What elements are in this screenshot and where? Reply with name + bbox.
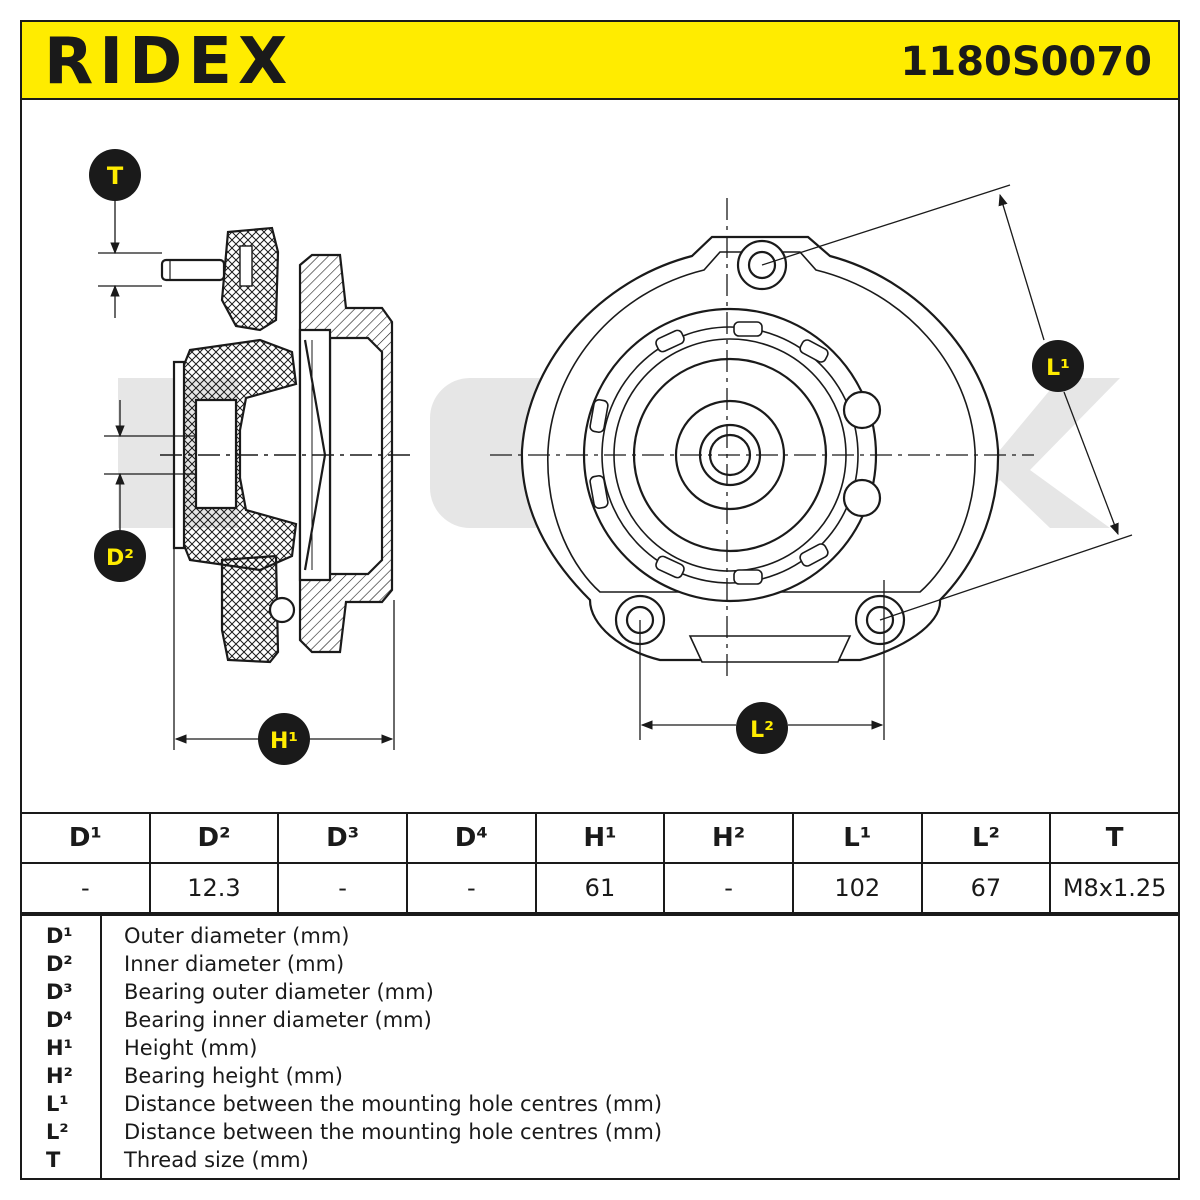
badge-t: T [89, 149, 141, 201]
legend-key: L¹ [46, 1092, 69, 1116]
spec-value-d2: 12.3 [148, 862, 280, 914]
legend-row: D³ Bearing outer diameter (mm) [20, 980, 1180, 1008]
legend-desc: Distance between the mounting hole centr… [124, 1120, 663, 1144]
legend-desc: Bearing inner diameter (mm) [124, 1008, 432, 1032]
badge-d2-label: D² [106, 546, 134, 571]
legend-desc: Distance between the mounting hole centr… [124, 1092, 663, 1116]
top-plan-view [490, 198, 1034, 682]
badge-h1-label: H¹ [270, 729, 298, 754]
legend-desc: Thread size (mm) [124, 1148, 309, 1172]
legend-key: H¹ [46, 1036, 73, 1060]
legend: D¹ Outer diameter (mm) D² Inner diameter… [20, 914, 1180, 1180]
legend-desc: Bearing outer diameter (mm) [124, 980, 434, 1004]
spec-value-h2: - [663, 862, 794, 914]
dimension-d2 [104, 400, 196, 530]
legend-row: L² Distance between the mounting hole ce… [20, 1120, 1180, 1148]
legend-divider [100, 916, 102, 1180]
badge-l2-label: L² [750, 718, 774, 743]
legend-key: D³ [46, 980, 73, 1004]
spec-value-d3: - [277, 862, 408, 914]
technical-drawing: T D² H¹ [89, 149, 1133, 765]
spec-header-d1: D¹ [20, 812, 151, 864]
spec-header-l2: L² [920, 812, 1052, 864]
spec-header-d3: D³ [277, 812, 408, 864]
spec-header-h1: H¹ [534, 812, 666, 864]
spec-value-h1: 61 [534, 862, 666, 914]
legend-row: T Thread size (mm) [20, 1148, 1180, 1176]
side-section-view [160, 226, 412, 664]
spec-header-h2: H² [663, 812, 794, 864]
legend-desc: Inner diameter (mm) [124, 952, 345, 976]
brand-logo: RIDEX [44, 25, 294, 99]
spec-header-l1: L¹ [791, 812, 923, 864]
spec-value-row: - 12.3 - - 61 - 102 67 M8x1.25 [20, 862, 1180, 914]
spec-header-row: D¹ D² D³ D⁴ H¹ H² L¹ L² T [20, 812, 1180, 864]
spec-table: D¹ D² D³ D⁴ H¹ H² L¹ L² T - 12.3 - - 61 … [20, 812, 1180, 914]
spec-header-d2: D² [148, 812, 280, 864]
spec-value-d1: - [20, 862, 151, 914]
legend-key: D² [46, 952, 73, 976]
part-number: 1180S0070 [900, 39, 1152, 85]
legend-key: D¹ [46, 924, 73, 948]
badge-l2: L² [736, 702, 788, 754]
legend-key: D⁴ [46, 1008, 73, 1032]
badge-t-label: T [107, 162, 124, 190]
dimension-t [98, 196, 162, 318]
legend-row: D¹ Outer diameter (mm) [20, 924, 1180, 952]
spec-value-d4: - [405, 862, 537, 914]
spec-value-l1: 102 [791, 862, 923, 914]
legend-row: D⁴ Bearing inner diameter (mm) [20, 1008, 1180, 1036]
spec-value-l2: 67 [920, 862, 1052, 914]
legend-key: H² [46, 1064, 73, 1088]
dimension-l1 [761, 184, 1133, 621]
badge-l1-label: L¹ [1046, 356, 1070, 381]
legend-row: H¹ Height (mm) [20, 1036, 1180, 1064]
badge-d2: D² [94, 530, 146, 582]
legend-key: T [46, 1148, 61, 1172]
badge-l1: L¹ [1032, 340, 1084, 392]
dimension-l2 [639, 580, 885, 740]
legend-row: L¹ Distance between the mounting hole ce… [20, 1092, 1180, 1120]
legend-desc: Height (mm) [124, 1036, 258, 1060]
legend-row: D² Inner diameter (mm) [20, 952, 1180, 980]
spec-header-d4: D⁴ [405, 812, 537, 864]
legend-desc: Outer diameter (mm) [124, 924, 350, 948]
legend-key: L² [46, 1120, 69, 1144]
dimension-h1 [173, 548, 395, 750]
header-bar: RIDEX 1180S0070 [20, 20, 1180, 100]
spec-value-t: M8x1.25 [1049, 862, 1180, 914]
badge-h1: H¹ [258, 713, 310, 765]
legend-row: H² Bearing height (mm) [20, 1064, 1180, 1092]
spec-header-t: T [1049, 812, 1180, 864]
legend-desc: Bearing height (mm) [124, 1064, 343, 1088]
